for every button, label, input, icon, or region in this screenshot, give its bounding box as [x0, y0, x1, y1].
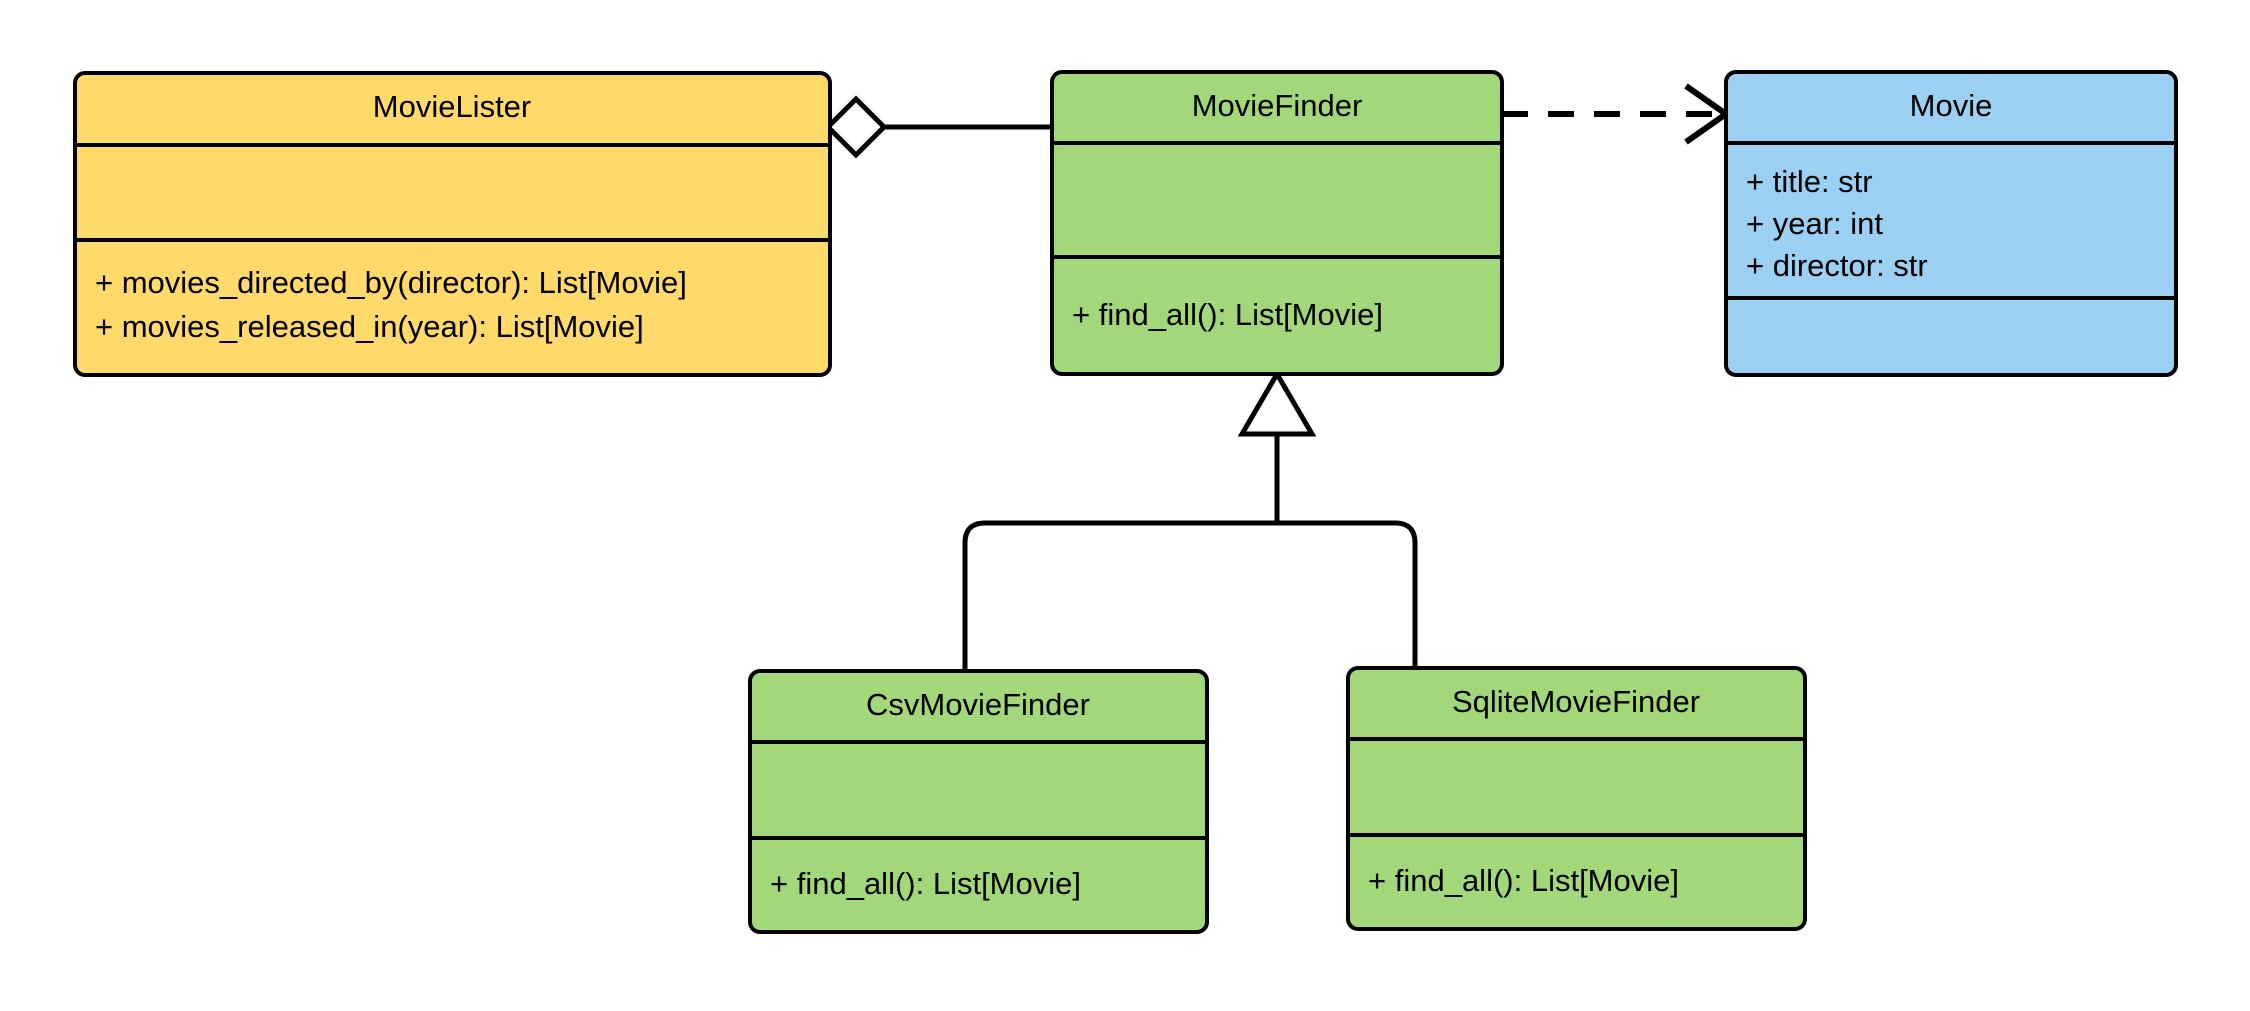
movie-attribute-0: + title: str — [1746, 164, 1873, 199]
class-box-movie[interactable]: Movie + title: str + year: int + directo… — [1724, 70, 2178, 377]
class-box-moviefinder[interactable]: MovieFinder + find_all(): List[Movie] — [1050, 70, 1504, 376]
movie-attribute-1: + year: int — [1746, 206, 1883, 241]
relationship-aggregation-movielister-moviefinder[interactable] — [824, 95, 1052, 159]
movielister-method-0: + movies_directed_by(director): List[Mov… — [95, 265, 687, 300]
sqlitemoviefinder-body — [1346, 666, 1807, 931]
movielister-method-1: + movies_released_in(year): List[Movie] — [95, 309, 644, 344]
hollow-triangle-icon — [1237, 369, 1317, 437]
sqlitemoviefinder-method-0: + find_all(): List[Movie] — [1368, 863, 1679, 898]
relationship-generalization-bus[interactable] — [962, 369, 1418, 671]
hollow-diamond-icon — [824, 95, 888, 159]
class-box-movielister[interactable]: MovieLister + movies_directed_by(directo… — [73, 71, 832, 377]
moviefinder-body — [1050, 70, 1504, 376]
sqlitemoviefinder-class-name: SqliteMovieFinder — [1452, 684, 1700, 719]
relationship-dependency-moviefinder-movie[interactable] — [1502, 83, 1732, 145]
movie-class-name: Movie — [1910, 88, 1993, 123]
movielister-body — [73, 71, 832, 377]
class-box-sqlitemoviefinder[interactable]: SqliteMovieFinder + find_all(): List[Mov… — [1346, 666, 1807, 931]
csvmoviefinder-method-0: + find_all(): List[Movie] — [770, 866, 1081, 901]
movie-attribute-2: + director: str — [1746, 248, 1928, 283]
moviefinder-method-0: + find_all(): List[Movie] — [1072, 297, 1383, 332]
csvmoviefinder-body — [748, 669, 1209, 934]
class-box-csvmoviefinder[interactable]: CsvMovieFinder + find_all(): List[Movie] — [748, 669, 1209, 934]
csvmoviefinder-class-name: CsvMovieFinder — [866, 687, 1090, 722]
movielister-class-name: MovieLister — [373, 89, 532, 124]
generalization-branch-left — [962, 520, 1277, 671]
generalization-branch-right — [1277, 520, 1418, 671]
moviefinder-class-name: MovieFinder — [1192, 88, 1363, 123]
